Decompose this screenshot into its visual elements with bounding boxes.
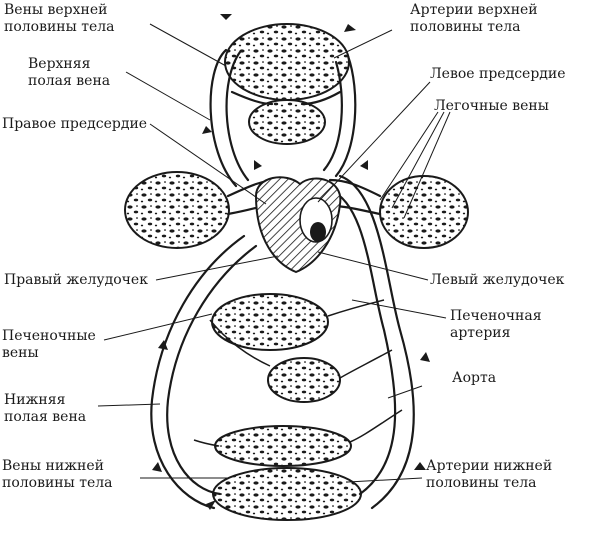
lower-body-capillaries-upper [214, 425, 352, 467]
flow-arrows [152, 14, 430, 510]
lower-body-capillaries [212, 467, 362, 521]
label-pulmonary-veins: Легочные вены [434, 98, 549, 114]
pulmonary-capillaries-top [248, 99, 326, 145]
label-lower-body-arteries: Артерии нижней половины тела [426, 458, 553, 491]
upper-body-capillaries [224, 23, 350, 101]
intestine-capillaries [211, 293, 329, 351]
label-left-atrium: Левое предсердие [430, 66, 566, 82]
leader-lines [97, 23, 451, 483]
label-right-ventricle: Правый желудочек [4, 272, 148, 288]
label-upper-body-veins: Вены верхней половины тела [4, 2, 115, 35]
label-left-ventricle: Левый желудочек [430, 272, 565, 288]
label-hepatic-veins: Печеночные вены [2, 328, 96, 361]
label-upper-body-arteries: Артерии верхней половины тела [410, 2, 538, 35]
right-lung-capillaries [124, 171, 230, 249]
label-inferior-vena-cava: Нижняя полая вена [4, 392, 87, 425]
left-lung-capillaries [379, 175, 469, 249]
vessel-network [150, 48, 415, 510]
label-superior-vena-cava: Верхняя полая вена [28, 56, 111, 89]
label-right-atrium: Правое предсердие [2, 116, 148, 132]
label-hepatic-artery: Печеночная артерия [450, 308, 542, 341]
liver-capillaries [267, 357, 341, 403]
label-lower-body-veins: Вены нижней половины тела [2, 458, 113, 491]
label-aorta: Аорта [452, 370, 497, 386]
